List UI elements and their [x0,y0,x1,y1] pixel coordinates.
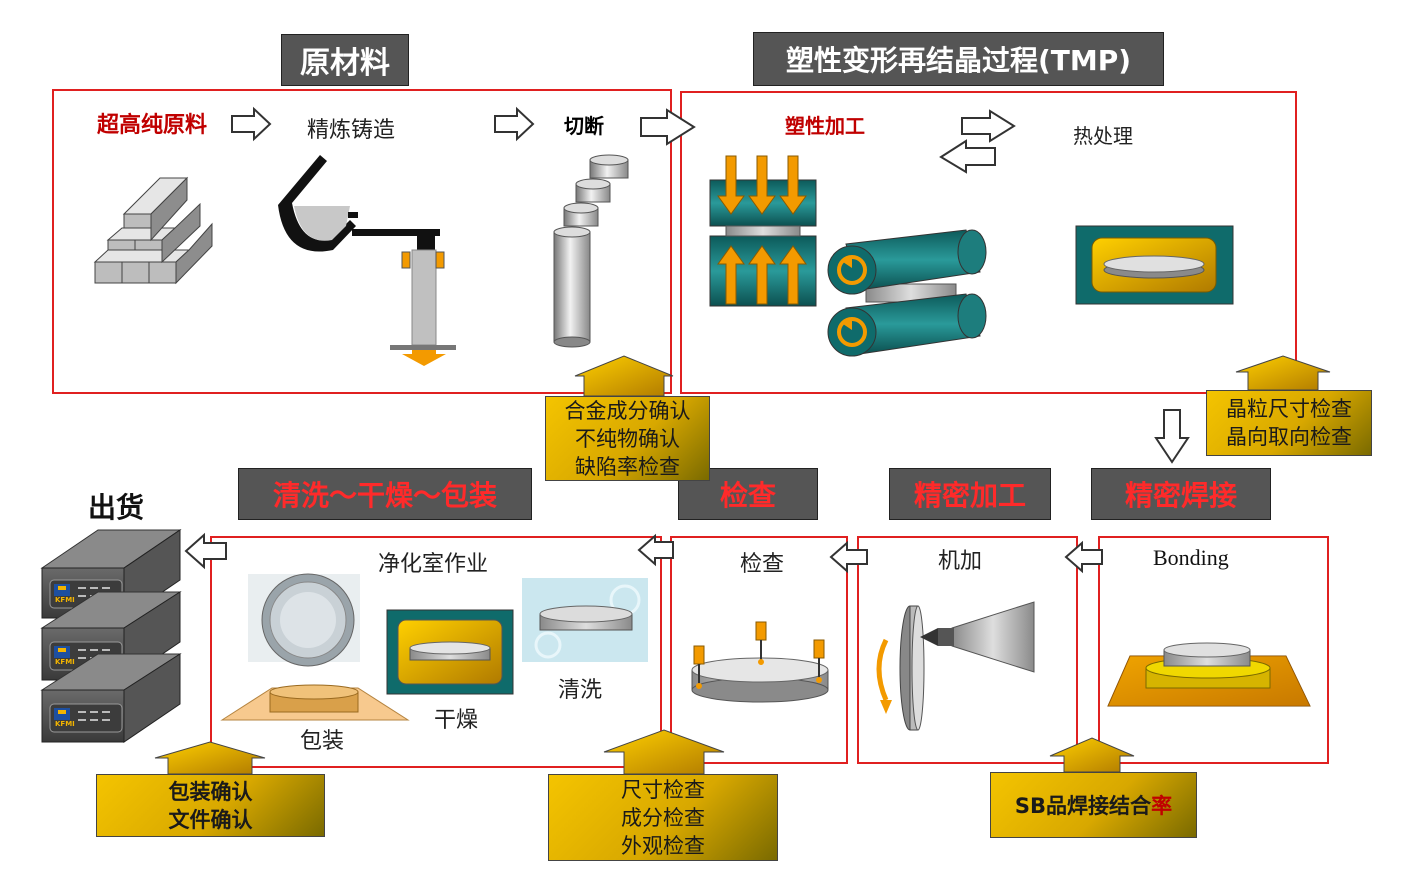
label-packing: 包装 [300,728,345,753]
label-cutting: 切断 [564,114,604,138]
note-line: 不纯物确认 [575,426,680,451]
server-logo: KFMI [55,596,75,604]
drying-icon [386,609,514,695]
note-line: 外观检查 [621,833,705,858]
ingot-stack-icon [93,176,213,285]
note-line: 成分检查 [621,805,705,830]
label-drying: 干燥 [434,707,479,732]
note-pack-doc-check: 包装确认 文件确认 [96,774,325,837]
note-line: 晶向取向检查 [1226,425,1352,449]
note-line: 合金成分确认 [564,398,691,423]
callout-arrow-pack [154,741,266,775]
label-cleanroom: 净化室作业 [378,551,489,576]
note-line: 尺寸检查 [621,777,705,802]
rolling-mill-icon [827,229,987,357]
callout-arrow-alloy [574,355,674,397]
inspection-probe-icon [691,621,829,703]
casting-ladle-icon [278,155,456,366]
label-washing: 清洗 [558,677,603,702]
note-size-check: 尺寸检查 成分检查 外观检查 [548,774,778,861]
shipping-server-stack-icon [40,529,182,743]
callout-arrow-size [603,729,725,775]
server-logo: KFMI [55,720,75,728]
bonding-icon [1107,642,1311,707]
note-line: 缺陷率检查 [575,454,680,479]
label-refining: 精炼铸造 [307,117,396,142]
lathe-machining-icon [876,601,1035,731]
note-line: 晶粒尺寸检查 [1226,397,1352,421]
note-sb-suffix: 率 [1151,794,1173,818]
arrow-down-icon [1154,409,1190,464]
arrow-right-icon [231,106,1016,174]
press-forging-icon [709,155,817,307]
target-photo-icon [248,573,360,667]
frame-precision [857,536,1078,764]
label-shipping: 出货 [88,491,145,524]
cut-billet-icon [553,154,629,348]
header-cleaning: 清洗～干燥～包装 [238,468,532,520]
label-machining: 机加 [938,548,983,573]
server-logo: KFMI [55,658,75,666]
frame-inspection [670,536,848,764]
packing-icon [220,684,410,721]
frame-tmp [680,91,1297,394]
callout-arrow-grain [1235,355,1331,391]
frame-welding [1098,536,1329,764]
note-alloy-check: 合金成分确认 不纯物确认 缺陷率检查 [545,396,710,481]
label-ultra-pure: 超高纯原料 [97,112,208,137]
header-precision: 精密加工 [889,468,1051,520]
header-inspection: 检查 [678,468,818,520]
arrow-left-icon [184,532,1103,574]
frame-cleaning [210,536,662,768]
label-inspect: 检查 [740,551,785,576]
label-plastic: 塑性加工 [785,114,865,138]
label-heat: 热处理 [1073,124,1133,148]
callout-arrow-sb [1049,737,1135,773]
header-raw-material: 原材料 [281,34,409,86]
header-tmp: 塑性变形再结晶过程(TMP) [753,32,1164,86]
header-welding: 精密焊接 [1091,468,1271,520]
note-line: 包装确认 [168,779,253,804]
note-sb-prefix: SB品焊接结合 [1014,794,1152,818]
note-line: 文件确认 [168,807,253,832]
label-bonding: Bonding [1153,545,1229,570]
frame-raw-material [52,89,672,394]
washing-icon [522,578,648,662]
heat-treatment-icon [1075,225,1234,305]
note-grain-check: 晶粒尺寸检查 晶向取向检查 [1206,390,1372,456]
note-sb-bonding-rate: SB品焊接结合率 [990,772,1197,838]
